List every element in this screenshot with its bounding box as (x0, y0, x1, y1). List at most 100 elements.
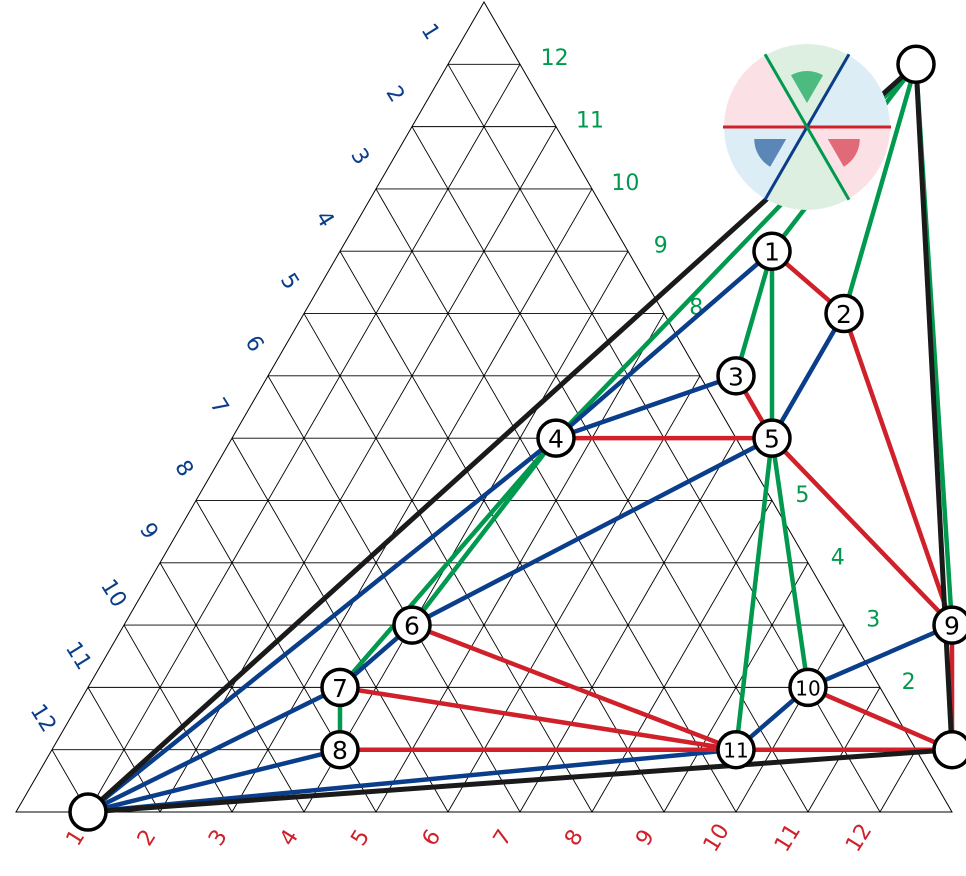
corner-node-left (68, 792, 108, 832)
legend-region-red (807, 127, 890, 210)
green-edge (337, 435, 559, 690)
node-label: 3 (728, 362, 744, 391)
left-tick-label: 9 (134, 519, 163, 544)
red-edge (409, 622, 739, 752)
left-tick-label: 4 (310, 207, 339, 232)
green-edge (733, 248, 775, 379)
node-circle (788, 667, 828, 708)
blue-edge (553, 373, 739, 441)
node-label: 7 (332, 674, 348, 703)
node-11: 11 (716, 729, 756, 770)
blue-edge (769, 311, 847, 441)
bottom-tick-label: 2 (133, 825, 162, 850)
left-tick-label: 3 (345, 144, 374, 169)
green-edge (409, 435, 559, 628)
node-2: 2 (824, 293, 864, 334)
legend-wedge-blue (754, 139, 787, 167)
right-tick-label: 3 (866, 608, 880, 633)
node-6: 6 (392, 605, 432, 645)
node-3: 3 (716, 356, 756, 396)
blue-edge (85, 435, 559, 815)
right-tick-label: 2 (902, 670, 916, 695)
green-edge (733, 435, 775, 752)
legend-disc (724, 44, 890, 210)
bottom-tick-label: 6 (418, 825, 447, 850)
bottom-tick-label: 4 (275, 825, 304, 850)
left-tick-label: 7 (204, 394, 233, 419)
bottom-tick-label: 11 (770, 820, 806, 857)
right-tick-label: 11 (576, 109, 604, 134)
grid-line (879, 749, 917, 813)
node-label: 8 (332, 736, 348, 765)
black-edge (913, 61, 955, 753)
bottom-tick-label: 7 (489, 825, 518, 850)
blue-edge (409, 435, 775, 628)
node-circle (320, 729, 360, 770)
grid-outline (15, 1, 953, 813)
black-edge (85, 747, 955, 815)
legend-region-blue (724, 127, 807, 210)
grid-line (447, 375, 701, 813)
blue-edge (85, 747, 739, 815)
node-5: 5 (752, 418, 792, 458)
bottom-tick-label: 10 (699, 820, 735, 857)
blue-edge (85, 747, 343, 815)
legend-wedge-green (791, 70, 823, 103)
red-edge (805, 685, 955, 752)
corner-node-top (896, 44, 936, 85)
grid-line (735, 624, 845, 813)
red-edge (841, 311, 955, 628)
node-label: 9 (944, 612, 960, 641)
grid-line (159, 126, 557, 813)
direction-legend (723, 44, 891, 210)
node-label: 6 (404, 612, 420, 641)
node-10: 10 (788, 667, 828, 708)
node-label: 10 (795, 676, 820, 700)
left-tick-label: 8 (169, 456, 198, 481)
node-label: 5 (764, 425, 780, 454)
node-circle (716, 729, 756, 770)
legend-wedge-red (827, 139, 860, 167)
green-edge (769, 435, 811, 690)
node-circle (752, 418, 792, 458)
bottom-tick-label: 9 (631, 825, 660, 850)
legend-region-red (724, 44, 807, 127)
node-1: 1 (752, 231, 792, 271)
graph-edges (85, 61, 955, 815)
node-circle (392, 605, 432, 645)
node-label: 2 (836, 300, 852, 329)
red-edge (337, 685, 739, 752)
green-edge (841, 62, 919, 316)
grid-line (87, 687, 161, 813)
node-7: 7 (320, 667, 360, 708)
node-4: 4 (536, 418, 576, 458)
legend-wedges (754, 70, 860, 167)
node-circle (932, 605, 966, 645)
bottom-tick-label: 3 (204, 825, 233, 850)
grid-line (375, 188, 737, 813)
right-tick-label: 12 (541, 46, 569, 71)
left-tick-label: 1 (416, 19, 445, 44)
node-9: 9 (932, 605, 966, 645)
blue-edge (553, 248, 775, 441)
node-circle (320, 667, 360, 708)
node-label: 4 (548, 425, 564, 454)
corner-node-right (932, 729, 966, 770)
grid-line (303, 251, 629, 813)
node-circle (752, 231, 792, 271)
grid-line (159, 562, 305, 813)
right-tick-label: 5 (795, 483, 809, 508)
left-tick-label: 2 (380, 82, 409, 107)
right-tick-label: 4 (831, 545, 845, 570)
left-tick-label: 6 (240, 331, 269, 356)
left-tick-label: 12 (25, 700, 61, 737)
grid-line (339, 251, 665, 813)
node-8: 8 (320, 729, 360, 770)
grid-line (267, 375, 521, 813)
left-tick-label: 11 (60, 638, 96, 675)
legend-region-blue (807, 44, 890, 127)
bottom-tick-label: 12 (841, 820, 877, 857)
bottom-tick-label: 8 (560, 825, 589, 850)
node-label: 11 (723, 739, 748, 763)
